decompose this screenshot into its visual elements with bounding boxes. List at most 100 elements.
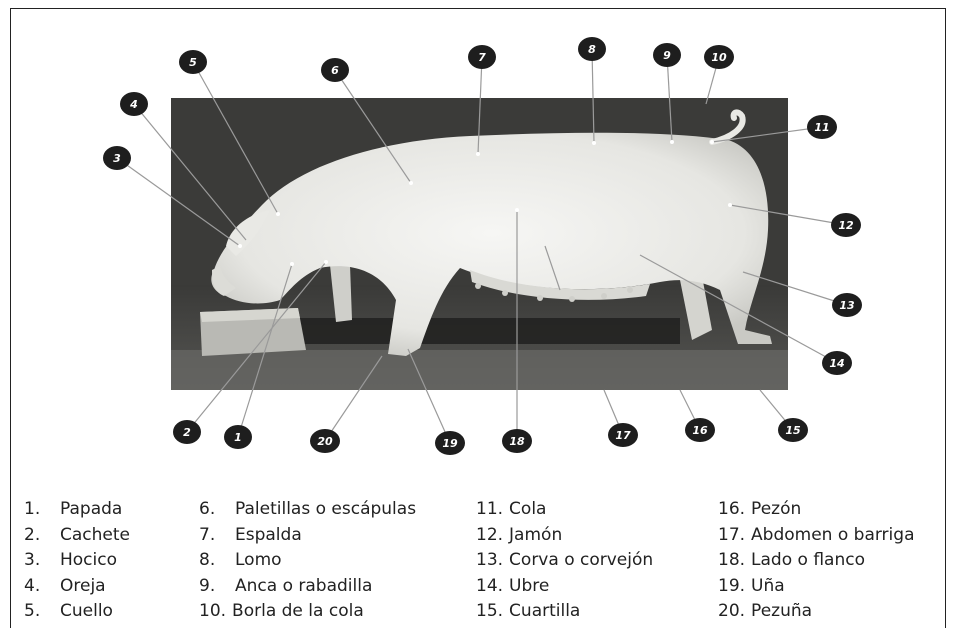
legend-label: Corva o corvejón: [509, 550, 653, 570]
marker-17: 17: [608, 423, 638, 447]
legend-label: Papada: [60, 499, 122, 519]
legend-number: 9.: [199, 574, 235, 600]
endpoint-dot: [592, 141, 596, 145]
marker-number: 15: [785, 424, 801, 437]
legend-label: Cachete: [60, 525, 130, 545]
marker-number: 20: [317, 435, 333, 448]
legend-number: 13.: [476, 548, 503, 574]
marker-number: 14: [829, 357, 844, 370]
marker-1: 1: [224, 425, 252, 449]
pig-anatomy-diagram: 1 2 3 4 5 6 7 8 9 10 11 12 13 14 15 16 1…: [0, 0, 956, 480]
legend-number: 6.: [199, 497, 235, 523]
marker-16: 16: [685, 418, 715, 442]
legend-label: Lomo: [235, 550, 282, 570]
legend-item: 6.Paletillas o escápulas: [199, 497, 416, 523]
photo-shadow: [300, 318, 680, 344]
legend-item: 9.Anca o rabadilla: [199, 574, 416, 600]
marker-5: 5: [179, 50, 207, 74]
legend-item: 14. Ubre: [476, 574, 653, 600]
legend-number: 11.: [476, 497, 503, 523]
legend-label: Oreja: [60, 576, 106, 596]
legend-label: Ubre: [509, 576, 549, 596]
legend-item: 7.Espalda: [199, 523, 416, 549]
legend-item: 12. Jamón: [476, 523, 653, 549]
legend-item: 2.Cachete: [24, 523, 130, 549]
legend-number: 17.: [718, 523, 745, 549]
marker-number: 12: [838, 219, 854, 232]
legend-item: 10. Borla de la cola: [199, 599, 416, 625]
marker-19: 19: [435, 431, 465, 455]
marker-number: 17: [615, 429, 631, 442]
legend-label: Cuartilla: [509, 601, 580, 621]
endpoint-dot: [515, 208, 519, 212]
legend-label: Anca o rabadilla: [235, 576, 372, 596]
marker-18: 18: [502, 429, 532, 453]
marker-number: 8: [588, 43, 596, 56]
marker-number: 11: [814, 121, 829, 134]
marker-8: 8: [578, 37, 606, 61]
legend-label: Pezuña: [751, 601, 812, 621]
legend-number: 7.: [199, 523, 235, 549]
teat: [601, 293, 607, 299]
legend-number: 10.: [199, 599, 226, 625]
legend-label: Borla de la cola: [232, 601, 364, 621]
marker-number: 1: [234, 431, 242, 444]
legend-label: Paletillas o escápulas: [235, 499, 416, 519]
legend-number: 2.: [24, 523, 60, 549]
endpoint-dot: [238, 244, 242, 248]
legend-item: 16.Pezón: [718, 497, 914, 523]
marker-number: 5: [189, 56, 197, 69]
legend-label: Cola: [509, 499, 546, 519]
legend-label: Lado o flanco: [751, 550, 865, 570]
endpoint-dot: [276, 212, 280, 216]
endpoint-dot: [728, 203, 732, 207]
legend-item: 19.Uña: [718, 574, 914, 600]
legend-column-2: 6.Paletillas o escápulas 7.Espalda 8.Lom…: [199, 497, 416, 625]
legend-item: 18. Lado o flanco: [718, 548, 914, 574]
marker-number: 18: [509, 435, 525, 448]
legend-number: 18.: [718, 548, 745, 574]
legend-item: 5.Cuello: [24, 599, 130, 625]
legend-number: 12.: [476, 523, 503, 549]
marker-6: 6: [321, 58, 349, 82]
legend-number: 14.: [476, 574, 503, 600]
marker-7: 7: [468, 45, 496, 69]
legend-number: 20.: [718, 599, 745, 625]
legend-number: 5.: [24, 599, 60, 625]
legend-label: Hocico: [60, 550, 117, 570]
legend-column-3: 11. Cola 12. Jamón 13. Corva o corvejón 14.…: [476, 497, 653, 625]
teat: [502, 290, 508, 296]
endpoint-dot: [710, 140, 714, 144]
marker-15: 15: [778, 418, 808, 442]
marker-number: 3: [113, 152, 121, 165]
marker-number: 6: [331, 64, 339, 77]
legend-number: 1.: [24, 497, 60, 523]
marker-12: 12: [831, 213, 861, 237]
legend-label: Abdomen o barriga: [751, 525, 914, 545]
teat: [475, 283, 481, 289]
marker-number: 9: [663, 49, 671, 62]
marker-number: 13: [839, 299, 855, 312]
legend-item: 1.Papada: [24, 497, 130, 523]
marker-number: 7: [478, 51, 486, 64]
marker-2: 2: [173, 420, 201, 444]
marker-13: 13: [832, 293, 862, 317]
legend-number: 3.: [24, 548, 60, 574]
teat: [569, 296, 575, 302]
marker-20: 20: [310, 429, 340, 453]
legend-label: Uña: [751, 576, 785, 596]
legend-item: 11. Cola: [476, 497, 653, 523]
legend-item: 13. Corva o corvejón: [476, 548, 653, 574]
legend-label: Jamón: [509, 525, 562, 545]
marker-14: 14: [822, 351, 852, 375]
legend-item: 15.Cuartilla: [476, 599, 653, 625]
marker-9: 9: [653, 43, 681, 67]
endpoint-dot: [670, 140, 674, 144]
marker-3: 3: [103, 146, 131, 170]
marker-number: 10: [711, 51, 727, 64]
legend-item: 20. Pezuña: [718, 599, 914, 625]
legend-item: 8.Lomo: [199, 548, 416, 574]
marker-11: 11: [807, 115, 837, 139]
marker-number: 2: [183, 426, 191, 439]
legend-label: Pezón: [751, 499, 801, 519]
